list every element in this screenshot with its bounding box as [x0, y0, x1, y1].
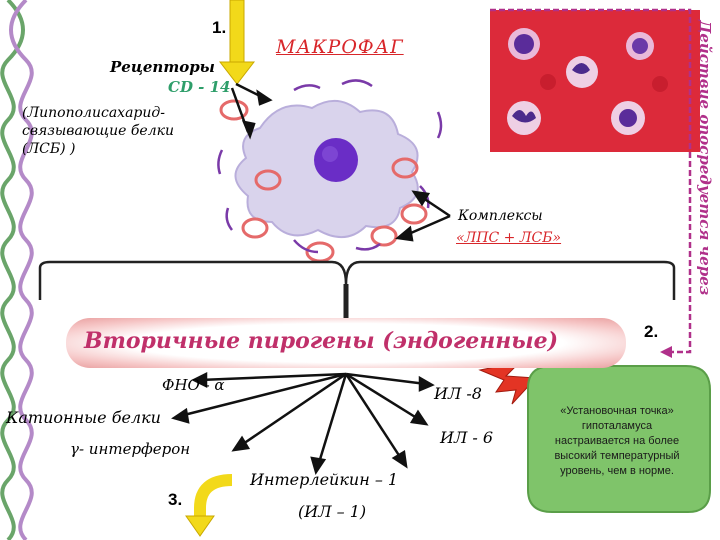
interferon-label: γ- интерферон: [70, 440, 191, 458]
receptors-label: Рецепторы: [110, 58, 215, 76]
banner-label: Вторичные пирогены (эндогенные): [84, 328, 559, 354]
cd14-label: CD - 14: [168, 78, 231, 96]
down-arrow-icon: [218, 0, 256, 85]
mediation-bracket: [490, 8, 692, 354]
il8-label: ИЛ -8: [434, 384, 482, 403]
pointer-arrows: [230, 82, 451, 242]
tnf-label: ФНО - α: [162, 376, 225, 394]
step-number-1: 1.: [212, 18, 227, 37]
step-number-2: 2.: [644, 322, 659, 341]
macrophage-cell: [217, 79, 443, 263]
blood-smear-image: [490, 10, 700, 152]
complexes-sub-label: «ЛПС + ЛСБ»: [456, 230, 562, 246]
il1-abbrev-label: (ИЛ – 1): [298, 502, 367, 521]
curved-arrow-icon: [185, 474, 233, 537]
lsb-line: (ЛСБ) ): [22, 141, 76, 157]
dna-strand-icon: [0, 0, 34, 540]
complexes-label: Комплексы: [458, 208, 543, 224]
lsb-line: (Липополисахарид-: [22, 105, 165, 121]
secondary-pyrogens-banner: [66, 318, 626, 368]
cationic-proteins-label: Катионные белки: [6, 408, 161, 427]
diagram-title: МАКРОФАГ: [276, 36, 404, 58]
grouping-brace: [38, 260, 676, 300]
il1-label: Интерлейкин – 1: [250, 470, 399, 489]
cytokine-arrows: [171, 371, 435, 475]
lsb-label: (Липополисахарид- связывающие белки (ЛСБ…: [22, 104, 222, 158]
side-vertical-text: Действие опосредуется через: [696, 20, 714, 296]
bubble-text: «Установочная точка» гипоталамуса настра…: [554, 405, 680, 477]
il6-label: ИЛ - 6: [440, 428, 494, 447]
step-number-3: 3.: [168, 490, 183, 509]
lsb-line: связывающие белки: [22, 123, 175, 139]
